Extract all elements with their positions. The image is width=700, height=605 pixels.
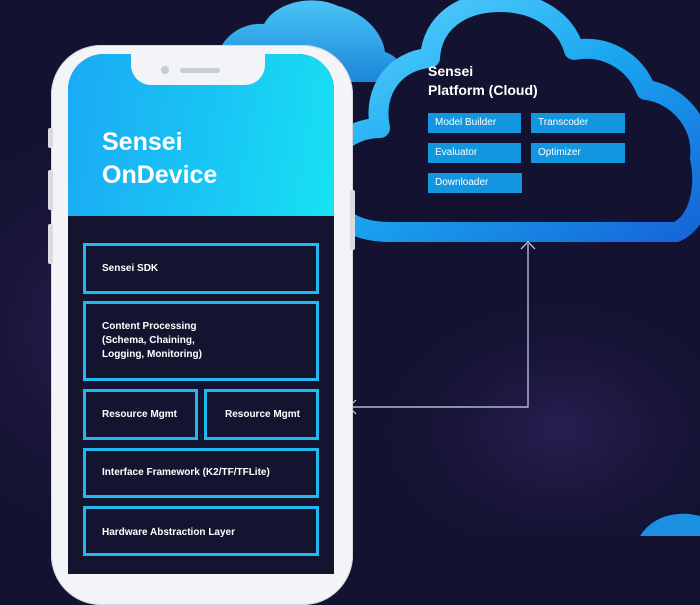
speaker-icon — [180, 68, 220, 73]
interface-framework-label: Interface Framework (K2/TF/TFLite) — [102, 467, 270, 478]
cloud-title-line2: Platform (Cloud) — [428, 82, 538, 98]
content-processing-line1: Content Processing — [102, 321, 197, 332]
cloud-title: Sensei Platform (Cloud) — [428, 62, 538, 100]
sensei-sdk-label: Sensei SDK — [102, 262, 159, 274]
corner-cloud-shape — [640, 513, 700, 536]
resource-mgmt-left-box: Resource Mgmt — [83, 389, 198, 440]
phone-volume-down-button — [48, 224, 53, 264]
service-optimizer: Optimizer — [531, 143, 625, 163]
hardware-abstraction-label: Hardware Abstraction Layer — [102, 527, 236, 538]
arrow-head-up — [520, 241, 536, 250]
service-downloader: Downloader — [428, 173, 522, 193]
interface-framework-box: Interface Framework (K2/TF/TFLite) — [83, 448, 319, 498]
phone-side-button — [48, 128, 53, 148]
resource-mgmt-right-box: Resource Mgmt — [204, 389, 319, 440]
phone-power-button — [350, 190, 355, 250]
camera-icon — [161, 66, 169, 74]
service-model-builder: Model Builder — [428, 113, 521, 133]
phone-volume-up-button — [48, 170, 53, 210]
device-title: Sensei OnDevice — [102, 126, 302, 192]
content-processing-line3: Logging, Monitoring) — [102, 349, 202, 360]
resource-mgmt-left-label: Resource Mgmt — [102, 408, 178, 420]
connector-line — [351, 244, 529, 408]
service-transcoder: Transcoder — [531, 113, 625, 133]
hardware-abstraction-box: Hardware Abstraction Layer — [83, 506, 319, 556]
service-evaluator: Evaluator — [428, 143, 521, 163]
resource-mgmt-right-label: Resource Mgmt — [225, 408, 301, 420]
device-title-line1: Sensei — [102, 128, 183, 156]
content-processing-box: Content Processing (Schema, Chaining, Lo… — [83, 301, 319, 381]
sensei-sdk-box: Sensei SDK — [83, 243, 319, 294]
cloud-title-line1: Sensei — [428, 63, 474, 79]
content-processing-line2: (Schema, Chaining, — [102, 335, 195, 346]
device-title-line2: OnDevice — [102, 161, 218, 189]
